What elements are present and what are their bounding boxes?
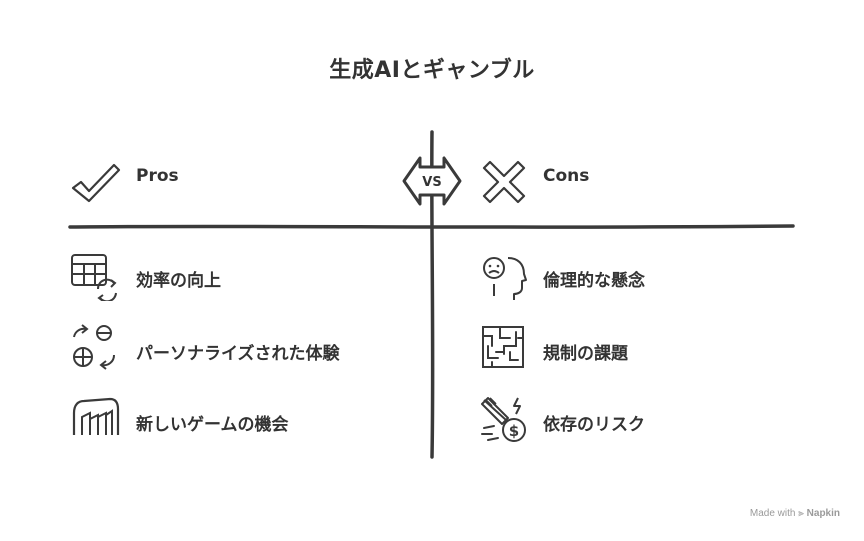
page-title: 生成AIとギャンブル	[329, 58, 535, 83]
hand-grab-icon	[70, 395, 120, 439]
watermark-brand: Napkin	[806, 508, 840, 519]
check-icon	[70, 162, 122, 204]
pros-item-new-games: 新しいゲームの機会	[136, 415, 289, 435]
svg-text:$: $	[509, 422, 519, 440]
cons-item-regulation: 規制の課題	[543, 344, 628, 364]
pros-heading: Pros	[136, 166, 179, 186]
maze-icon	[480, 324, 526, 370]
vs-label: VS	[422, 175, 441, 190]
cross-icon	[480, 158, 528, 206]
pros-item-efficiency: 効率の向上	[136, 271, 221, 291]
worried-head-icon	[480, 254, 528, 302]
napkin-logo-icon: ⫸	[798, 508, 804, 519]
cons-item-ethics: 倫理的な懸念	[543, 271, 645, 291]
rocket-dollar-icon: $	[478, 394, 530, 444]
watermark-prefix: Made with	[749, 508, 796, 519]
table-refresh-icon	[70, 253, 122, 301]
vs-badge: VS	[400, 154, 464, 208]
pros-item-personalization: パーソナライズされた体験	[136, 344, 340, 364]
cons-item-addiction: 依存のリスク	[543, 415, 645, 435]
personalization-icon	[70, 323, 120, 373]
watermark: Made with ⫸ Napkin	[750, 508, 840, 519]
cons-heading: Cons	[543, 166, 590, 186]
